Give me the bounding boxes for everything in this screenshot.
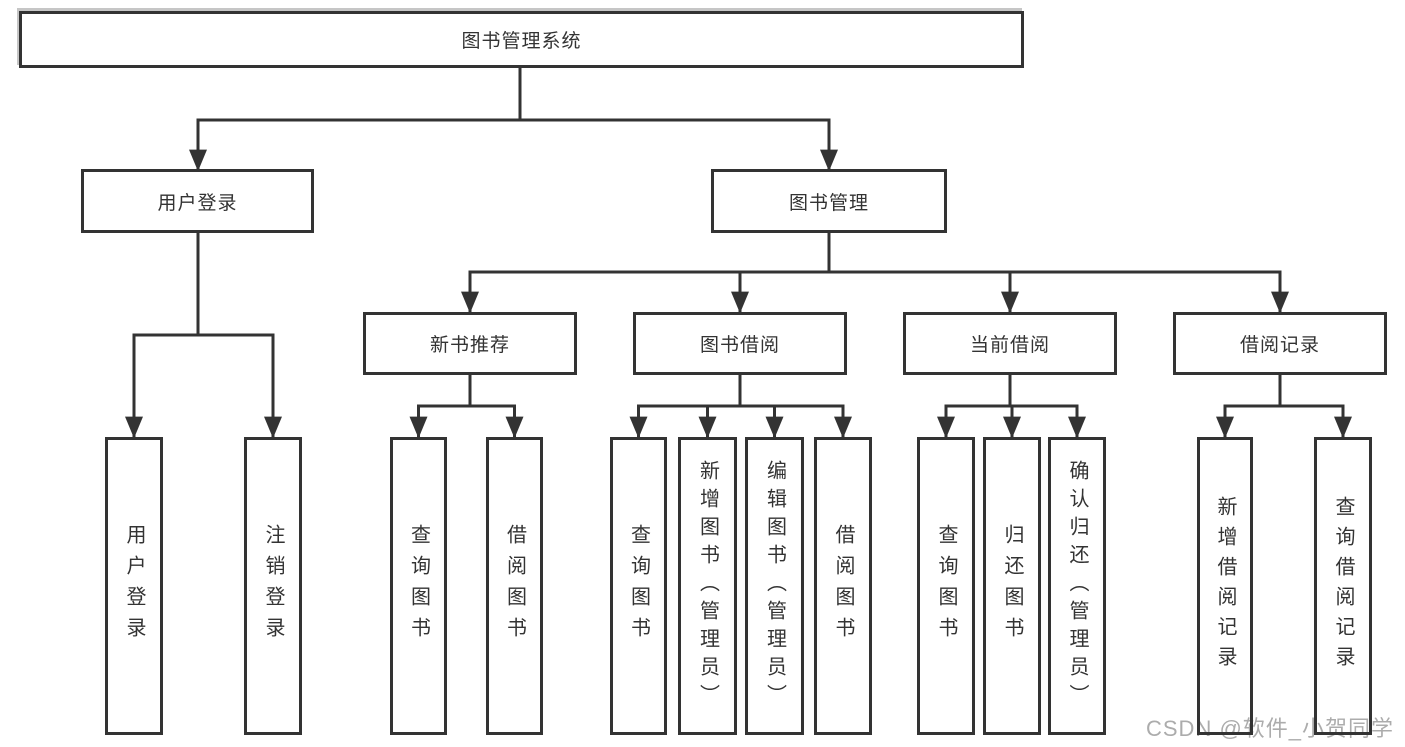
node-current-borrow: 当前借阅 <box>903 312 1117 375</box>
leaf-query-books-borrow: 查询图书 <box>610 437 667 735</box>
leaf-confirm-return-admin: 确认归还（管理员） <box>1048 437 1106 735</box>
leaf-logout: 注销登录 <box>244 437 302 735</box>
node-user-login: 用户登录 <box>81 169 314 233</box>
leaf-query-books-recommend: 查询图书 <box>390 437 447 735</box>
leaf-add-books-admin: 新增图书（管理员） <box>678 437 737 735</box>
leaf-query-books-current: 查询图书 <box>917 437 975 735</box>
leaf-add-borrow-record: 新增借阅记录 <box>1197 437 1253 735</box>
csdn-watermark: CSDN @软件_小贺同学 <box>1146 716 1395 741</box>
node-borrow-records: 借阅记录 <box>1173 312 1387 375</box>
leaf-borrow-books: 借阅图书 <box>814 437 872 735</box>
leaf-edit-books-admin: 编辑图书（管理员） <box>745 437 804 735</box>
node-book-borrow: 图书借阅 <box>633 312 847 375</box>
leaf-borrow-books-recommend: 借阅图书 <box>486 437 543 735</box>
leaf-user-login: 用户登录 <box>105 437 163 735</box>
node-root-library-system: 图书管理系统 <box>19 11 1024 68</box>
node-book-management: 图书管理 <box>711 169 947 233</box>
leaf-return-books: 归还图书 <box>983 437 1041 735</box>
leaf-query-borrow-record: 查询借阅记录 <box>1314 437 1372 735</box>
node-new-book-recommend: 新书推荐 <box>363 312 577 375</box>
